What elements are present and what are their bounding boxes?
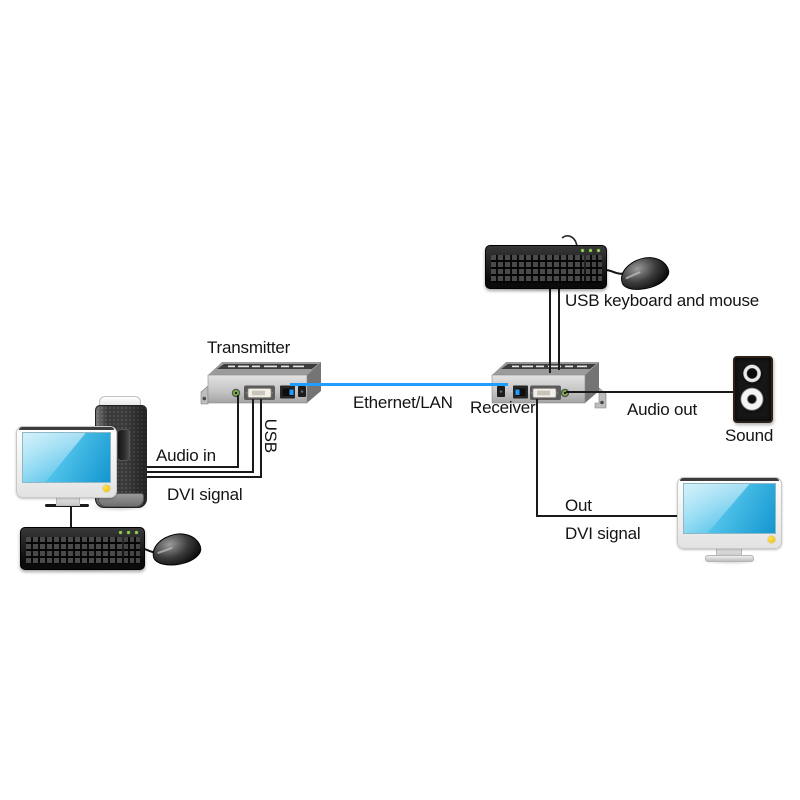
monitor-keyboard-cable xyxy=(70,506,72,528)
power-led xyxy=(767,535,776,544)
keyboard-keys xyxy=(26,537,122,564)
receiver-label: Receiver xyxy=(470,398,536,417)
tower-drive-slot xyxy=(117,429,130,461)
dvi-signal-out-label: DVI signal xyxy=(565,524,641,543)
speaker-woofer xyxy=(739,387,766,414)
audio-in-line-v xyxy=(237,395,239,468)
monitor-screen xyxy=(22,432,111,483)
monitor-bezel xyxy=(677,477,782,549)
dvi-signal-in-label: DVI signal xyxy=(167,485,243,504)
usb-in-line-h xyxy=(140,476,262,478)
monitor-stand-neck xyxy=(56,495,80,506)
keyboard-keys xyxy=(491,255,584,283)
usb-keyboard-mouse-label: USB keyboard and mouse xyxy=(565,291,760,310)
monitor-top-edge xyxy=(680,478,779,481)
usb-kb-line-2 xyxy=(558,287,560,370)
dvi-out-line-v xyxy=(536,399,538,517)
monitor-stand-base xyxy=(705,555,754,562)
keyboard-cable xyxy=(561,235,578,248)
speaker xyxy=(733,356,773,423)
usb-in-line-v xyxy=(260,399,262,478)
audio-out-line xyxy=(566,391,735,393)
transmitter-device xyxy=(200,362,321,405)
screen-sheen xyxy=(684,484,750,533)
sound-label: Sound xyxy=(725,426,774,445)
audio-out-label: Audio out xyxy=(627,400,698,419)
monitor-top-edge xyxy=(19,427,114,430)
audio-in-line-h xyxy=(140,466,239,468)
transmitter-label: Transmitter xyxy=(207,338,291,357)
out-label: Out xyxy=(565,496,592,515)
keyboard-leds xyxy=(581,249,600,252)
monitor-bezel xyxy=(16,426,117,498)
monitor-screen xyxy=(683,483,776,534)
receiver-device xyxy=(491,362,607,409)
source-mouse xyxy=(149,529,204,570)
mouse-scroll-wheel xyxy=(625,271,641,280)
source-keyboard xyxy=(20,527,145,570)
dvi-out-line-h xyxy=(536,515,679,517)
keyboard-leds xyxy=(119,531,138,534)
usb-label: USB xyxy=(260,418,280,453)
speaker-tweeter xyxy=(742,364,763,385)
keyboard-numpad xyxy=(124,537,140,564)
mouse-scroll-wheel xyxy=(156,546,173,555)
usb-kb-line-1 xyxy=(549,287,551,373)
dvi-in-line-v xyxy=(252,399,254,473)
audio-in-label: Audio in xyxy=(156,446,216,465)
ethernet-lan-label: Ethernet/LAN xyxy=(353,393,453,412)
usb-keyboard xyxy=(485,245,607,289)
ethernet-cable xyxy=(290,383,508,386)
keyboard-numpad xyxy=(586,255,602,283)
screen-sheen xyxy=(23,433,86,482)
dvi-in-line-h xyxy=(140,471,254,473)
power-led xyxy=(102,484,111,493)
